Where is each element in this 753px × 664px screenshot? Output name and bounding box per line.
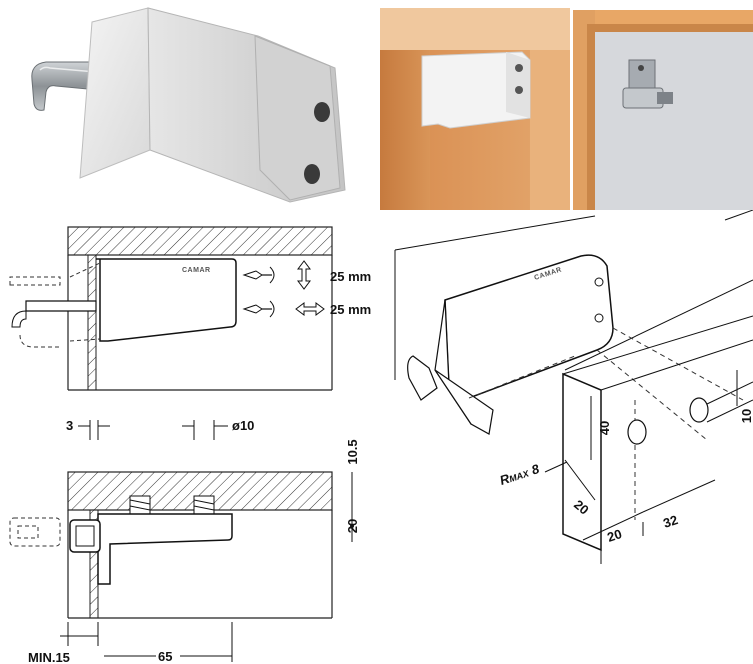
installed-photo-cabinet xyxy=(380,8,570,210)
cabinet-interior-illustration xyxy=(380,8,570,210)
iso-depth-40-dimension: 40 xyxy=(597,421,612,435)
vertical-adjust-arrow-icon xyxy=(297,260,311,290)
vertical-adjustment-label: 25 mm xyxy=(330,269,371,284)
bracket-brand-mark: CAMAR xyxy=(182,267,211,274)
screwdriver-icon-vertical xyxy=(242,266,275,284)
depth-adjust-arrow-icon xyxy=(295,302,325,316)
wall-gap-dimension: 3 xyxy=(66,418,73,433)
screw-right xyxy=(193,495,215,515)
top-offset-dimension: 10.5 xyxy=(345,439,360,464)
side-view-adjustment-drawing: CAMAR 25 mm 25 mm xyxy=(0,215,385,395)
hole-diameter-dimension: ø10 xyxy=(232,418,254,433)
isometric-svg: CAMAR 40 20 RMAX8 20 32 10 xyxy=(394,210,753,564)
iso-radius-value: 8 xyxy=(530,461,542,478)
screwdriver-icon-depth xyxy=(242,300,275,318)
bracket-product-illustration xyxy=(31,7,346,203)
dimensioned-side-view-drawing: 3 ø10 10.5 20 MIN.15 65 xyxy=(0,400,385,664)
iso-bottom-20-dimension: 20 xyxy=(605,526,623,545)
min-thickness-dimension: MIN.15 xyxy=(28,650,70,664)
dimension-view-svg: 3 ø10 10.5 20 MIN.15 65 xyxy=(9,418,360,664)
iso-spacing-32-dimension: 32 xyxy=(661,512,679,531)
svg-text:RMAX8: RMAX8 xyxy=(498,461,542,488)
mechanism-illustration xyxy=(573,10,753,210)
product-photo xyxy=(0,0,375,210)
iso-radius-sub: MAX xyxy=(508,468,531,484)
installed-photo-mechanism xyxy=(573,10,753,210)
height-dimension: 20 xyxy=(345,519,360,533)
isometric-drawing: CAMAR 40 20 RMAX8 20 32 10 xyxy=(385,210,753,664)
length-dimension: 65 xyxy=(158,649,172,664)
screw-left xyxy=(129,495,151,515)
depth-adjustment-label: 25 mm xyxy=(330,302,371,317)
iso-radius-dimension: RMAX8 xyxy=(498,461,542,488)
side-view-svg: CAMAR 25 mm 25 mm xyxy=(9,226,371,391)
iso-right-10-dimension: 10 xyxy=(739,409,753,423)
